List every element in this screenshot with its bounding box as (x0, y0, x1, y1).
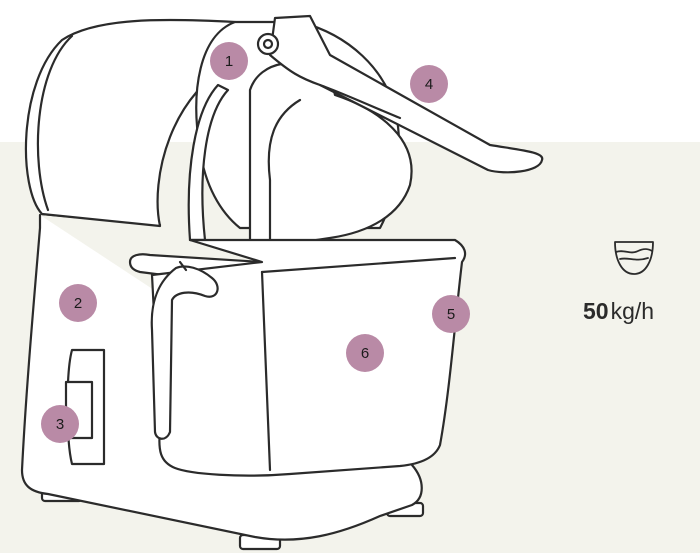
bowl-icon (612, 238, 656, 278)
part-marker-2: 2 (59, 284, 97, 322)
part-marker-1: 1 (210, 42, 248, 80)
part-marker-3: 3 (41, 405, 79, 443)
part-marker-4: 4 (410, 65, 448, 103)
capacity-unit: kg/h (611, 298, 654, 324)
capacity-label: 50kg/h (583, 298, 654, 325)
capacity-value: 50 (583, 298, 609, 324)
part-marker-5: 5 (432, 295, 470, 333)
lever-pivot (258, 34, 278, 54)
part-marker-6: 6 (346, 334, 384, 372)
